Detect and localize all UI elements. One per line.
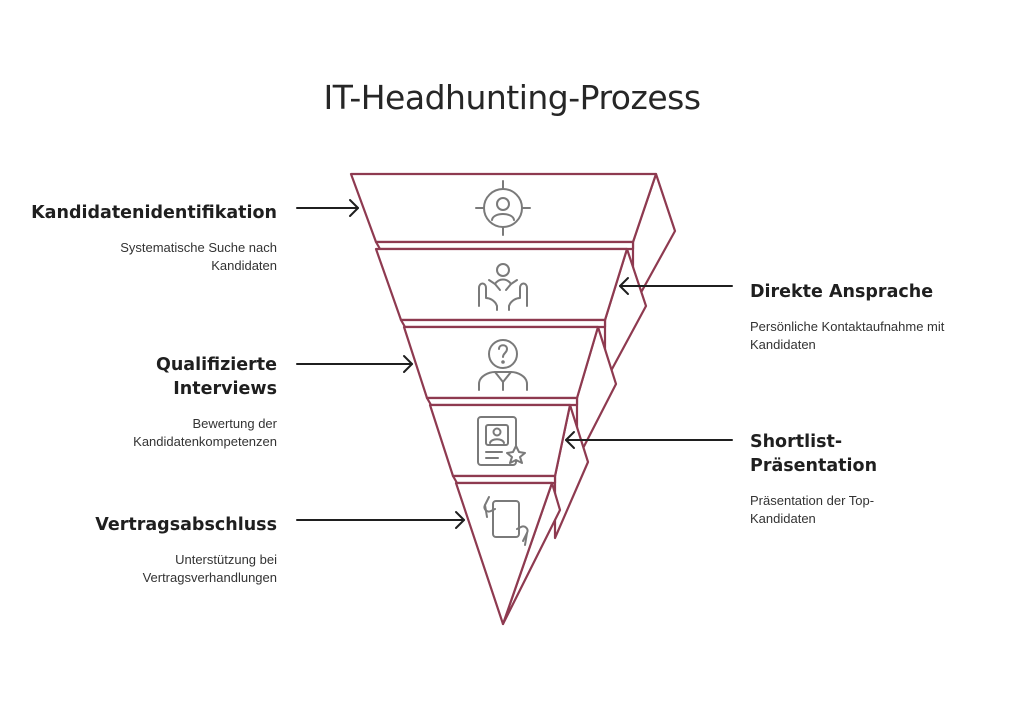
- question-person-icon: [478, 339, 528, 391]
- step-heading: Direkte Ansprache: [750, 282, 934, 302]
- step-description: Unterstützung bei Vertragsverhandlungen: [142, 552, 277, 585]
- arrow-direkte-ansprache: [619, 277, 733, 295]
- step-description: Persönliche Kontaktaufnahme mit Kandidat…: [750, 319, 945, 352]
- funnel-layer-3: [402, 325, 618, 462]
- step-heading: Vertragsabschluss: [95, 515, 277, 535]
- step-vertragsabschluss: Vertragsabschluss Unterstützung bei Vert…: [20, 513, 277, 587]
- contract-handshake-icon: [483, 496, 529, 546]
- arrow-kandidatenidentifikation: [296, 199, 359, 217]
- arrow-vertragsabschluss: [296, 511, 465, 529]
- raised-hands-person-icon: [478, 263, 528, 311]
- page-title: IT-Headhunting-Prozess: [323, 78, 701, 117]
- step-description: Präsentation der Top-Kandidaten: [750, 493, 875, 526]
- step-heading: Qualifizierte Interviews: [155, 355, 277, 399]
- step-direkte-ansprache: Direkte Ansprache Persönliche Kontaktauf…: [750, 280, 990, 354]
- arrow-qualifizierte-interviews: [296, 355, 413, 373]
- step-shortlist-praesentation: Shortlist-Präsentation Präsentation der …: [750, 430, 990, 528]
- step-heading: Kandidatenidentifikation: [31, 203, 277, 223]
- step-description: Systematische Suche nach Kandidaten: [120, 240, 277, 273]
- step-heading: Shortlist-Präsentation: [750, 432, 878, 476]
- arrow-shortlist-praesentation: [565, 431, 733, 449]
- step-qualifizierte-interviews: Qualifizierte Interviews Bewertung der K…: [20, 353, 277, 451]
- target-person-icon: [475, 180, 531, 236]
- step-kandidatenidentifikation: Kandidatenidentifikation Systematische S…: [20, 201, 277, 275]
- funnel-layer-5: [454, 481, 562, 626]
- funnel-layer-2: [374, 247, 648, 384]
- funnel-layer-1: [349, 172, 677, 309]
- profile-star-icon: [477, 416, 526, 466]
- step-description: Bewertung der Kandidatenkompetenzen: [133, 416, 277, 449]
